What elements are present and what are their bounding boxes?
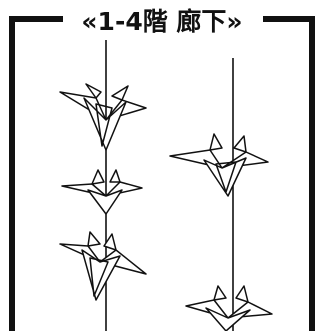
frame-border xyxy=(9,16,315,331)
right-crane-top xyxy=(169,133,269,197)
left-crane-middle xyxy=(61,169,143,215)
page-title: «1-4階 廊下» xyxy=(0,4,324,40)
page-title-text: «1-4階 廊下» xyxy=(79,7,245,36)
right-crane-bottom xyxy=(185,285,273,331)
left-crane-bottom xyxy=(59,231,147,301)
left-crane-top xyxy=(59,83,147,151)
